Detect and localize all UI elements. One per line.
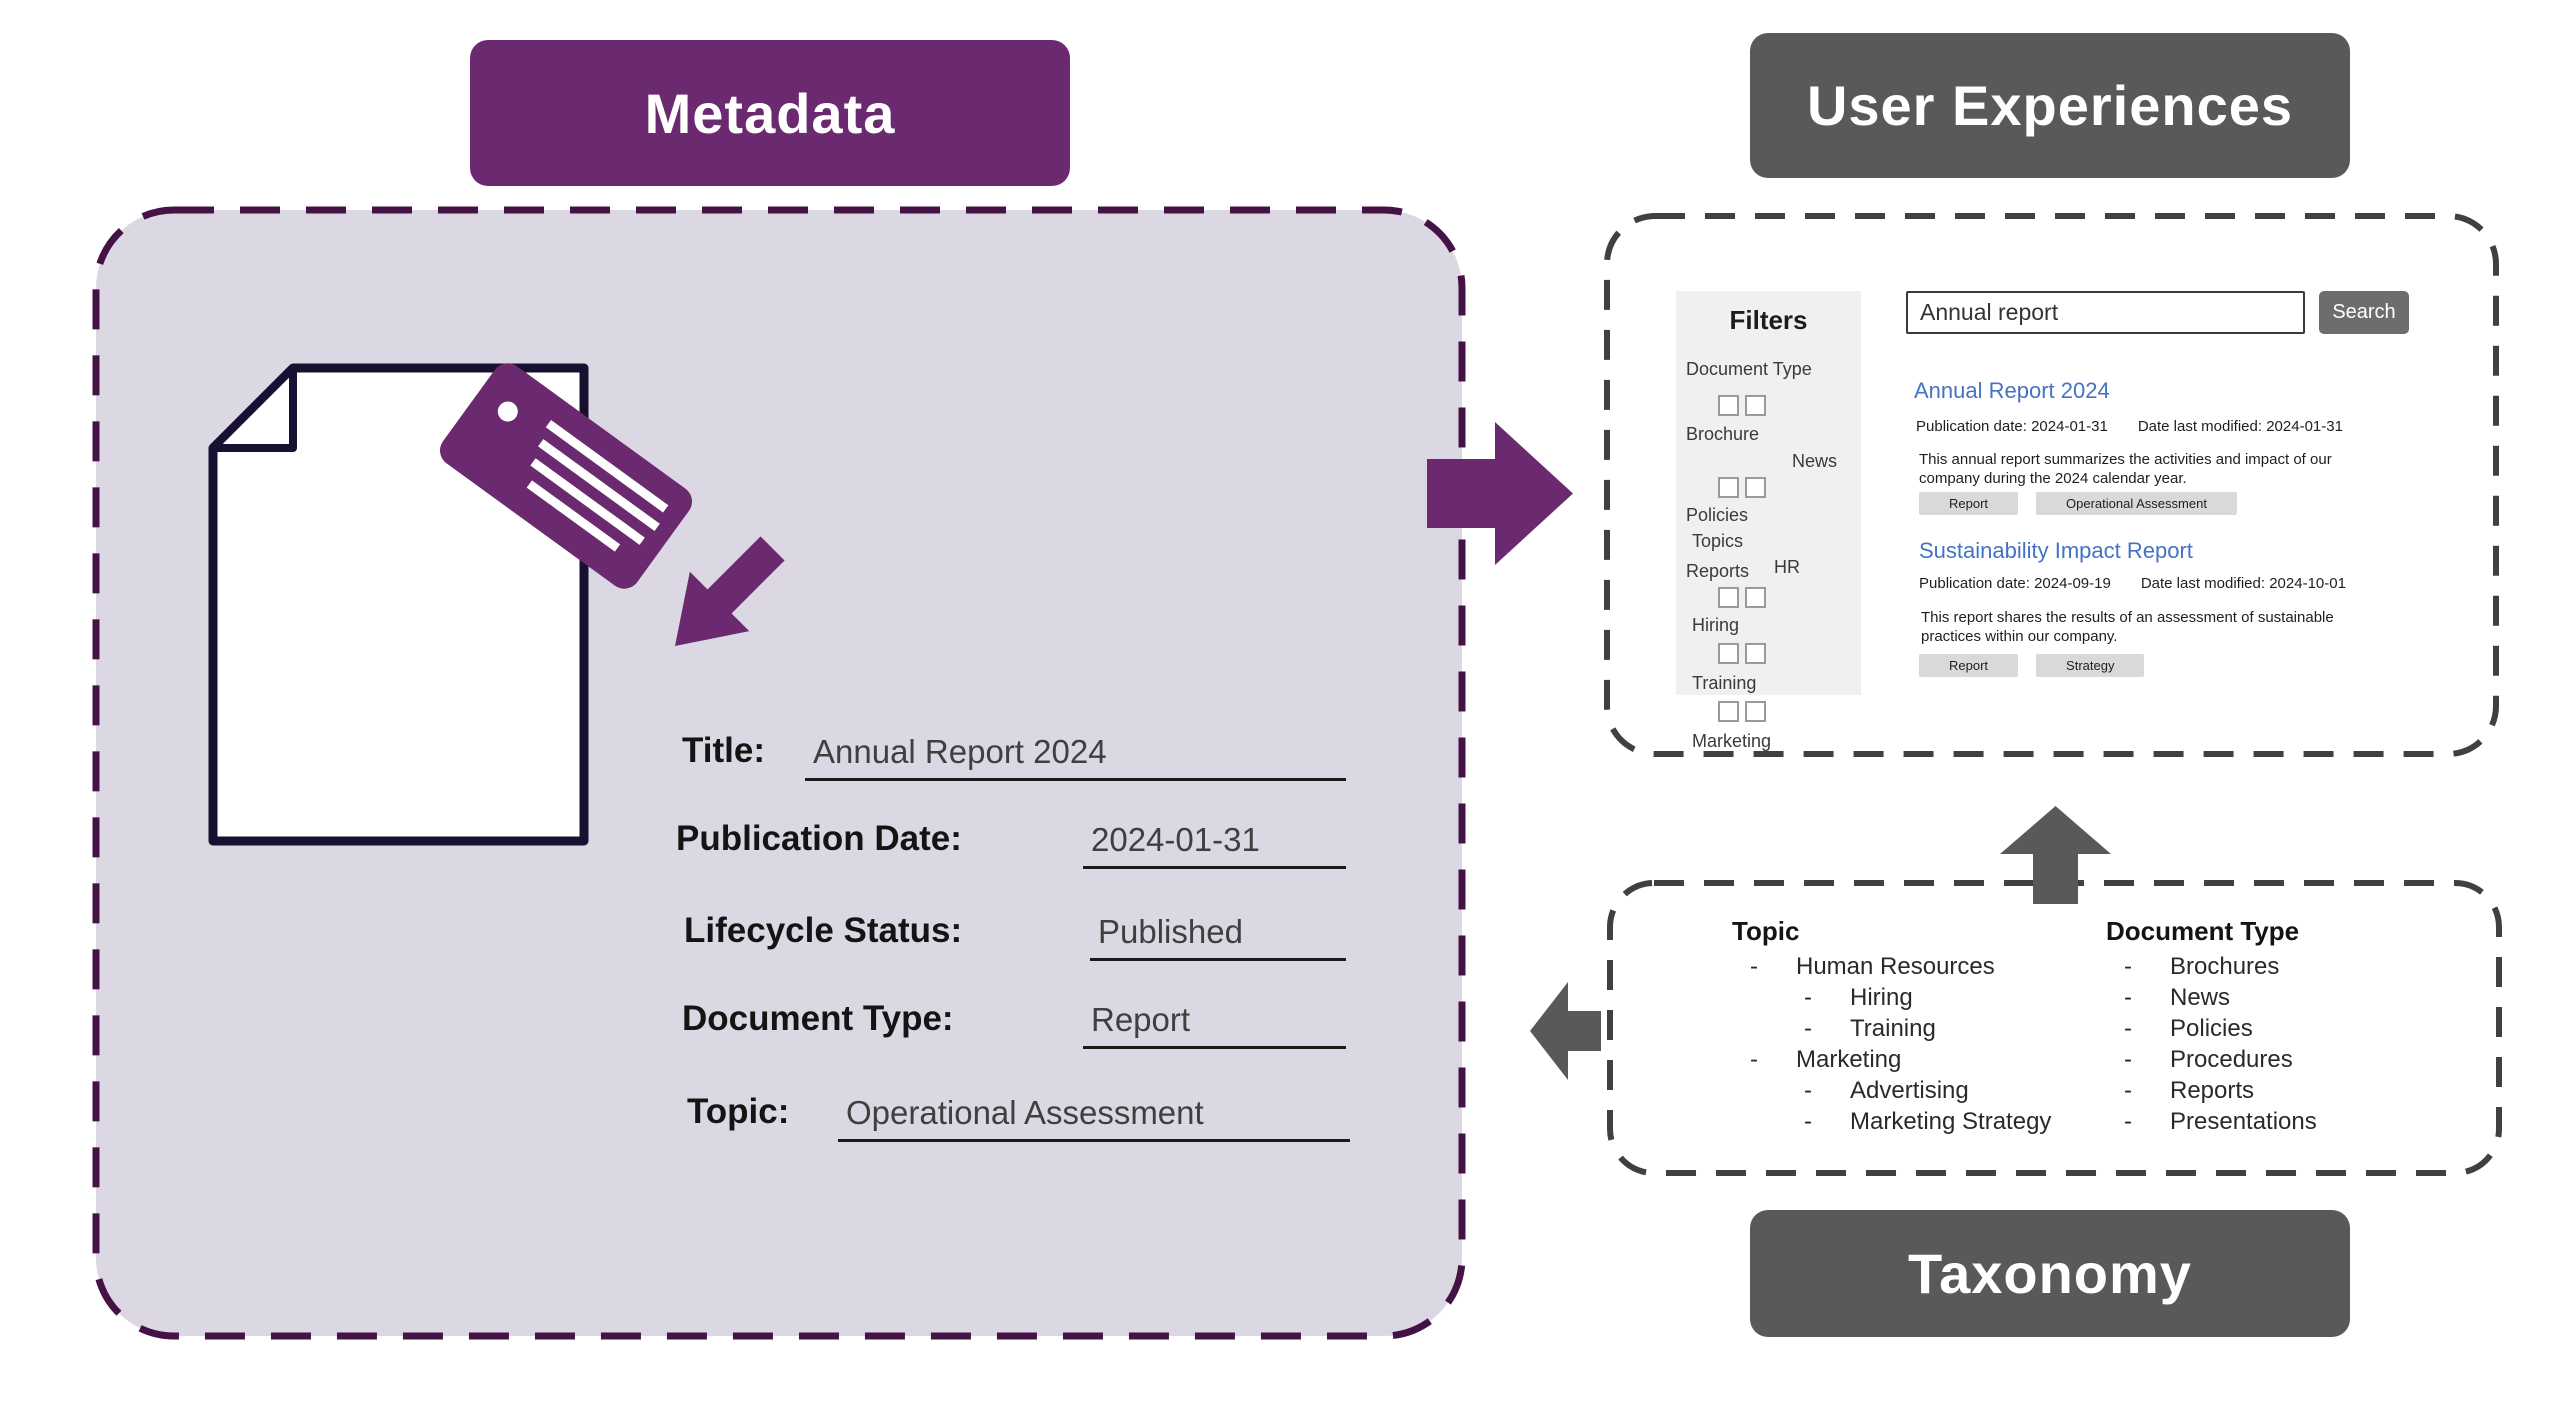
filter-checkbox[interactable]	[1745, 395, 1766, 416]
result-modified-date: Date last modified: 2024-01-31	[2137, 418, 2343, 435]
metadata-to-ux-arrow-icon	[1427, 422, 1573, 565]
filter-checkbox[interactable]	[1718, 701, 1739, 722]
result-publication-date: Publication date: 2024-01-31	[1916, 418, 2108, 435]
user-experiences-header-label: User Experiences	[1806, 74, 2294, 137]
result-tag[interactable]: Operational Assessment	[2036, 492, 2237, 515]
tag-icon	[439, 363, 693, 589]
publication-date-field-label: Publication Date:	[676, 819, 962, 858]
search-result-description: This report shares the results of an ass…	[1921, 609, 2334, 645]
filter-option-reports: Reports	[1686, 561, 1750, 581]
filter-option-marketing: Marketing	[1692, 731, 1772, 751]
taxonomy-item: Hiring	[1804, 982, 2051, 1013]
taxonomy-topic-column: Topic Human Resources Hiring Training Ma…	[1732, 915, 2051, 1137]
document-type-field-label: Document Type:	[682, 999, 954, 1038]
filter-checkbox-pair	[1718, 701, 1766, 722]
filter-option-hr: HR	[1774, 557, 1800, 577]
title-field-value: Annual Report 2024	[805, 735, 1346, 781]
result-tag[interactable]: Strategy	[2036, 654, 2145, 677]
taxonomy-item: Brochures	[2124, 951, 2317, 982]
filter-option-brochure: Brochure	[1686, 424, 1760, 444]
filter-checkbox[interactable]	[1745, 701, 1766, 722]
taxonomy-item: Human Resources	[1750, 951, 2051, 982]
taxonomy-item: Procedures	[2124, 1044, 2317, 1075]
topic-field-value: Operational Assessment	[838, 1096, 1350, 1142]
taxonomy-item: Presentations	[2124, 1106, 2317, 1137]
taxonomy-item: Advertising	[1804, 1075, 2051, 1106]
search-button[interactable]: Search	[2319, 291, 2409, 334]
search-result-meta: Publication date: 2024-01-31 Date last mo…	[1916, 418, 2343, 435]
filter-checkbox-pair	[1718, 587, 1766, 608]
filters-panel: Filters Document Type Brochure News Poli…	[1676, 291, 1861, 751]
lifecycle-status-field-label: Lifecycle Status:	[684, 911, 963, 950]
taxonomy-item: News	[2124, 982, 2317, 1013]
tag-arrow-icon	[674, 536, 785, 647]
taxonomy-header-label: Taxonomy	[1908, 1242, 2192, 1305]
metadata-header: Metadata	[470, 40, 1070, 186]
filter-topics-heading: Topics	[1692, 531, 1744, 551]
document-fold-icon	[209, 364, 297, 452]
filters-title: Filters	[1729, 305, 1808, 335]
result-tag[interactable]: Report	[1919, 654, 2019, 677]
publication-date-field-value: 2024-01-31	[1083, 823, 1346, 869]
filter-option-policies: Policies	[1686, 505, 1749, 525]
search-result-link[interactable]: Sustainability Impact Report	[1919, 538, 2193, 563]
document-type-field-value: Report	[1083, 1003, 1346, 1049]
taxonomy-item: Policies	[2124, 1013, 2317, 1044]
filter-checkbox[interactable]	[1745, 587, 1766, 608]
filter-checkbox[interactable]	[1745, 643, 1766, 664]
lifecycle-status-field-value: Published	[1090, 915, 1346, 961]
filter-checkbox-pair	[1718, 395, 1766, 416]
filter-checkbox-pair	[1718, 477, 1766, 498]
metadata-panel: Title: Annual Report 2024 Publication Da…	[91, 205, 1467, 1341]
filter-document-type-heading: Document Type	[1686, 359, 1812, 379]
taxonomy-item: Training	[1804, 1013, 2051, 1044]
search-input[interactable]	[1906, 291, 2305, 334]
search-result-tags: Report Operational Assessment	[1919, 492, 2237, 515]
taxonomy-to-ux-arrow-icon	[2000, 806, 2111, 904]
user-experiences-panel: Filters Document Type Brochure News Poli…	[1603, 212, 2500, 758]
filter-checkbox[interactable]	[1718, 587, 1739, 608]
filter-checkbox[interactable]	[1718, 395, 1739, 416]
taxonomy-item: Marketing	[1750, 1044, 2051, 1075]
result-tag[interactable]: Report	[1919, 492, 2019, 515]
taxonomy-topic-heading: Topic	[1732, 916, 1800, 946]
filter-checkbox[interactable]	[1718, 477, 1739, 498]
filter-checkbox[interactable]	[1718, 643, 1739, 664]
search-result-tags: Report Strategy	[1919, 654, 2145, 677]
document-tag-illustration	[208, 363, 785, 846]
topic-field-label: Topic:	[687, 1092, 790, 1131]
taxonomy-header: Taxonomy	[1750, 1210, 2350, 1337]
taxonomy-document-type-heading: Document Type	[2106, 916, 2300, 946]
search-result-description: This annual report summarizes the activi…	[1919, 451, 2332, 487]
result-modified-date: Date last modified: 2024-10-01	[2140, 575, 2346, 592]
title-field-label: Title:	[682, 731, 765, 770]
taxonomy-to-metadata-arrow-icon	[1530, 982, 1601, 1080]
filter-option-training: Training	[1692, 673, 1757, 693]
result-publication-date: Publication date: 2024-09-19	[1919, 575, 2111, 592]
filter-checkbox-pair	[1718, 643, 1766, 664]
taxonomy-item: Reports	[2124, 1075, 2317, 1106]
taxonomy-item: Marketing Strategy	[1804, 1106, 2051, 1137]
filter-checkbox[interactable]	[1745, 477, 1766, 498]
filter-option-hiring: Hiring	[1692, 615, 1740, 635]
metadata-header-label: Metadata	[644, 81, 896, 145]
search-result-meta: Publication date: 2024-09-19 Date last mo…	[1919, 575, 2346, 592]
user-experiences-header: User Experiences	[1750, 33, 2350, 178]
search-result-link[interactable]: Annual Report 2024	[1914, 378, 2110, 403]
filter-option-news: News	[1792, 451, 1838, 471]
taxonomy-document-type-column: Document Type Brochures News Policies Pr…	[2106, 915, 2317, 1137]
taxonomy-panel: Topic Human Resources Hiring Training Ma…	[1606, 879, 2503, 1177]
